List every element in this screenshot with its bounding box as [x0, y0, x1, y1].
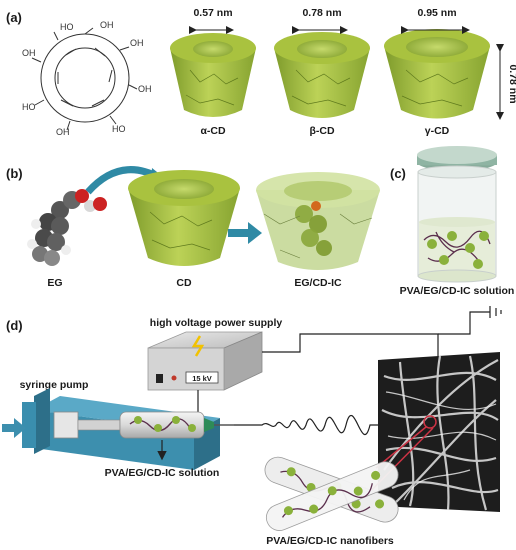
svg-text:OH: OH — [22, 48, 36, 58]
panel-label-b: (b) — [6, 166, 23, 181]
panel-label-d: (d) — [6, 318, 23, 333]
eg-label: EG — [47, 277, 62, 289]
svg-text:OH: OH — [138, 84, 152, 94]
syringe — [53, 411, 234, 439]
alpha-cd-cone — [170, 33, 256, 117]
beta-cd-label: β-CD — [309, 125, 334, 137]
gamma-cd-label: γ-CD — [425, 125, 450, 137]
svg-text:OH: OH — [130, 38, 144, 48]
svg-text:HO: HO — [112, 124, 126, 134]
panel-label-a: (a) — [6, 10, 22, 25]
collector-sem-image — [378, 352, 500, 512]
feed-arrow — [2, 418, 26, 438]
panel-label-c: (c) — [390, 166, 406, 181]
cd-cone — [128, 170, 240, 266]
syringe-pump-label: syringe pump — [20, 379, 89, 391]
alpha-cd-label: α-CD — [200, 125, 226, 137]
cd-label: CD — [176, 277, 192, 289]
svg-text:HO: HO — [22, 102, 36, 112]
eg-cd-ic-cone — [256, 172, 380, 270]
jar-solution-label: PVA/EG/CD-IC solution — [400, 285, 515, 297]
svg-text:OH: OH — [56, 127, 70, 137]
syringe-solution-label: PVA/EG/CD-IC solution — [105, 467, 220, 479]
eg-molecule — [27, 189, 107, 266]
solution-jar — [417, 146, 497, 283]
eg-cd-ic-label: EG/CD-IC — [294, 277, 342, 289]
nanofibers-label: PVA/EG/CD-IC nanofibers — [266, 535, 394, 547]
complexation-arrow — [228, 222, 262, 244]
power-supply-box — [147, 331, 263, 391]
gamma-cd-cone — [384, 29, 490, 119]
polymer-jet — [234, 415, 380, 435]
svg-text:HO: HO — [60, 22, 74, 32]
cyclodextrin-structure — [31, 27, 138, 131]
gamma-width-label: 0.95 nm — [417, 7, 456, 19]
alpha-width-label: 0.57 nm — [193, 7, 232, 19]
svg-text:OH: OH — [100, 20, 114, 30]
power-supply-label: high voltage power supply — [150, 317, 283, 329]
voltage-readout: 15 kV — [192, 374, 212, 383]
nanofibers-illustration — [264, 456, 399, 531]
beta-cd-cone — [274, 32, 370, 118]
height-label: 0.78 nm — [507, 64, 516, 103]
beta-width-label: 0.78 nm — [302, 7, 341, 19]
